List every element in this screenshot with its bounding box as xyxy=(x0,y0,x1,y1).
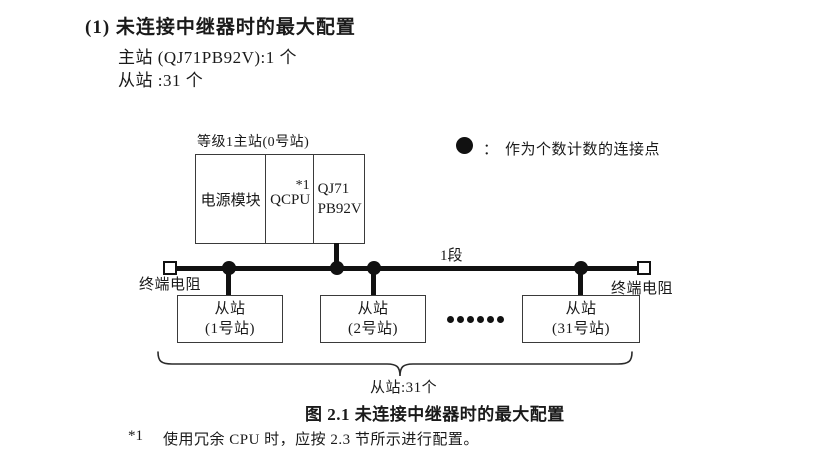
slave-drop-line xyxy=(578,268,583,296)
connection-dot xyxy=(330,261,344,275)
slave-station-name: 从站 xyxy=(357,300,389,317)
ellipsis-dot xyxy=(447,316,454,323)
terminator-right-label: 终端电阻 xyxy=(611,281,674,297)
legend-label: 作为个数计数的连接点 xyxy=(505,142,661,158)
ellipsis-dots xyxy=(447,316,504,323)
master-station-box: 电源模块 *1 QCPU QJ71 PB92V xyxy=(195,154,365,244)
section-heading: (1) 未连接中继器时的最大配置 xyxy=(85,17,356,38)
terminator-left-square xyxy=(163,261,177,275)
cpu-module-cell: *1 QCPU xyxy=(265,155,312,243)
legend-separator: ： xyxy=(483,142,499,158)
slave-station-name: 从站 xyxy=(214,300,246,317)
ellipsis-dot xyxy=(497,316,504,323)
master-drop-line xyxy=(334,243,339,269)
slave-station-number: (31号站) xyxy=(552,321,610,337)
terminator-left-label: 终端电阻 xyxy=(139,277,202,293)
slave-station-number: (1号站) xyxy=(205,321,255,337)
slave-station-box-2: 从站 (2号站) xyxy=(320,295,426,343)
footnote-marker: *1 xyxy=(128,428,143,444)
ellipsis-dot xyxy=(477,316,484,323)
figure-caption: 图 2.1 未连接中继器时的最大配置 xyxy=(305,405,565,424)
slave-drop-line xyxy=(226,268,231,296)
bus-line xyxy=(174,266,642,271)
slave-station-number: (2号站) xyxy=(348,321,398,337)
network-module-line2: PB92V xyxy=(317,201,362,217)
connection-point-legend-icon xyxy=(456,137,473,154)
ellipsis-dot xyxy=(467,316,474,323)
segment-label: 1段 xyxy=(440,248,463,264)
network-module-cell: QJ71 PB92V xyxy=(312,155,364,243)
ellipsis-dot xyxy=(487,316,494,323)
master-station-label: 等级1主站(0号站) xyxy=(197,135,310,150)
ellipsis-dot xyxy=(457,316,464,323)
power-module-cell: 电源模块 xyxy=(200,192,261,209)
cpu-module-label: QCPU xyxy=(270,192,311,208)
slave-drop-line xyxy=(371,268,376,296)
footnote-text: 使用冗余 CPU 时，应按 2.3 节所示进行配置。 xyxy=(163,432,479,448)
slave-station-box-1: 从站 (1号站) xyxy=(177,295,283,343)
terminator-right-square xyxy=(637,261,651,275)
slave-station-name: 从站 xyxy=(565,300,597,317)
brace-label: 从站:31个 xyxy=(370,380,438,396)
network-module-line1: QJ71 xyxy=(317,180,350,197)
slave-station-box-31: 从站 (31号站) xyxy=(522,295,640,343)
master-count-line: 主站 (QJ71PB92V):1 个 xyxy=(118,48,298,67)
cpu-footnote-marker: *1 xyxy=(295,178,310,193)
slave-count-line: 从站 :31 个 xyxy=(118,71,204,90)
curly-brace xyxy=(157,351,633,377)
